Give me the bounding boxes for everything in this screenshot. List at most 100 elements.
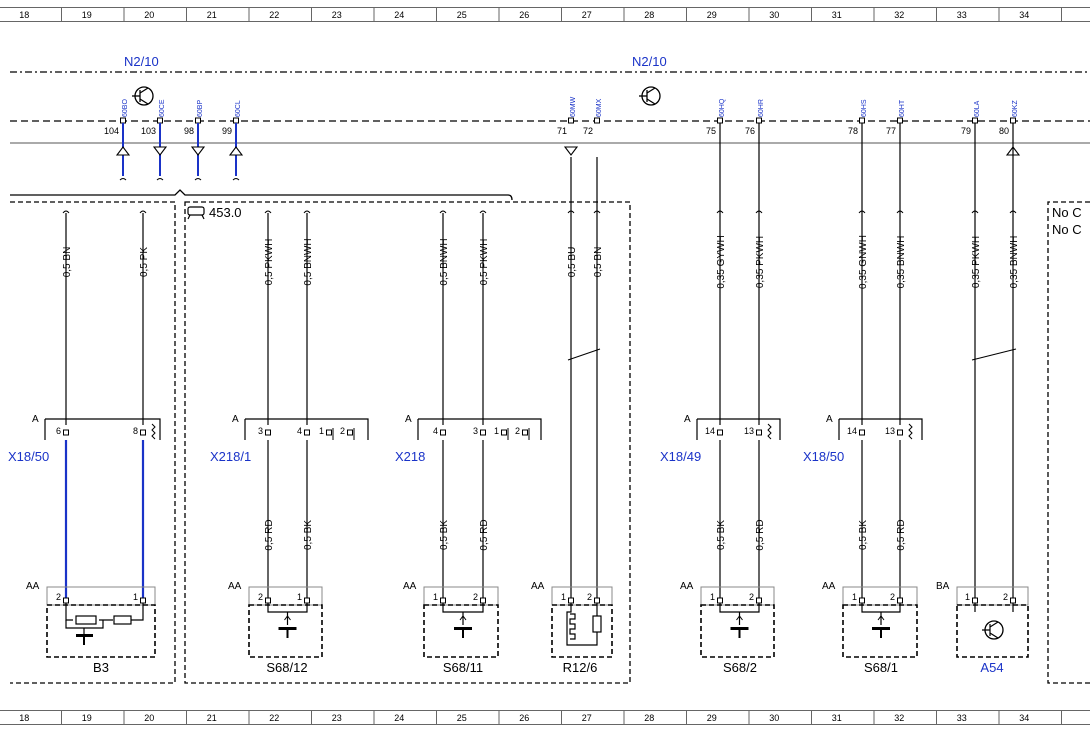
pin-number: 104 (104, 126, 119, 136)
submodule-boundary-main (184, 201, 631, 684)
connector-pin (522, 429, 528, 436)
pin-terminal (1010, 117, 1016, 124)
component-body (700, 604, 775, 658)
wire-break (156, 178, 164, 181)
transistor-icon (132, 86, 154, 106)
transistor-icon (639, 86, 661, 106)
pin-number: 98 (184, 126, 194, 136)
component-pin-number: 2 (1003, 592, 1008, 602)
submodule-bracket (10, 189, 513, 201)
module-label-left: N2/10 (124, 54, 159, 69)
connector-pin-number: 1 (319, 426, 324, 436)
pin-number: 75 (706, 126, 716, 136)
resistor-icon (75, 615, 97, 625)
connector-pin-number: 14 (705, 426, 715, 436)
wire-spec: 0,5 BK (439, 520, 450, 550)
signal-in-arrow-icon (190, 146, 206, 156)
pin-terminal (756, 117, 762, 124)
grid-label-top: 28 (644, 10, 654, 20)
pin-code: 60HR (758, 99, 765, 117)
grid-label-top: 24 (394, 10, 404, 20)
connector-pin (480, 429, 486, 436)
shield-icon (767, 423, 772, 440)
connector-pin (859, 429, 865, 436)
connector-housing (696, 418, 781, 440)
pin-code: 60KZ (1012, 100, 1019, 117)
switch-arrow-icon (284, 615, 291, 621)
connector-pin-number: 6 (56, 426, 61, 436)
component-pin-number: 1 (561, 592, 566, 602)
wire-spec: 0,35 GYWH (716, 235, 727, 288)
connector-pin (717, 429, 723, 436)
heater-element-icon (569, 613, 576, 640)
note-line-1: No C (1052, 205, 1082, 220)
wire-break (139, 210, 147, 214)
component-pin (140, 597, 146, 604)
wire-spec: 0,35 PKWH (755, 236, 766, 288)
wire-spec: 0,5 PKWH (479, 239, 490, 286)
component-pin (1010, 597, 1016, 604)
connector-pin (501, 429, 507, 436)
wire-break (303, 210, 311, 214)
note-line-2: No C (1052, 222, 1082, 237)
pin-terminal (897, 117, 903, 124)
connector-name: X18/49 (660, 449, 701, 464)
wire-spec: 0,5 BU (567, 247, 578, 278)
grid-label-top: 19 (82, 10, 92, 20)
component-pin (717, 597, 723, 604)
component-pin-number: 2 (890, 592, 895, 602)
component-pin-number: 2 (258, 592, 263, 602)
connector-pin (347, 429, 353, 436)
twisted-pair-marker (971, 348, 1017, 361)
grid-label-top: 31 (832, 10, 842, 20)
grid-label-top: 21 (207, 10, 217, 20)
wire-spec: 0,35 BNWH (1009, 236, 1020, 289)
grid-label-top: 23 (332, 10, 342, 20)
grid-label-bottom: 33 (957, 713, 967, 723)
connector-pin (326, 429, 332, 436)
pin-number: 80 (999, 126, 1009, 136)
pin-terminal (972, 117, 978, 124)
pin-terminal (594, 117, 600, 124)
resistor-icon (592, 615, 602, 633)
connector-housing (244, 418, 369, 440)
component-name: S68/11 (443, 660, 483, 675)
component-body (842, 604, 918, 658)
wire-spec: 0,5 RD (264, 519, 275, 550)
connector-pin-number: 3 (258, 426, 263, 436)
sensor-plate-icon (76, 634, 93, 637)
pin-number: 99 (222, 126, 232, 136)
component-pin (568, 597, 574, 604)
pin-terminal (233, 117, 239, 124)
connector-pin (63, 429, 69, 436)
component-header (551, 586, 613, 606)
pin-number: 79 (961, 126, 971, 136)
transistor-icon (982, 621, 999, 639)
connector-housing (44, 418, 161, 440)
component-side: AA (680, 581, 694, 592)
wire-break (119, 178, 127, 181)
submodule-label: 453.0 (209, 205, 242, 220)
grid-label-top: 32 (894, 10, 904, 20)
component-pin-number: 1 (297, 592, 302, 602)
grid-label-top: 34 (1019, 10, 1029, 20)
grid-label-bottom: 31 (832, 713, 842, 723)
wire-break (439, 210, 447, 214)
component-pin (304, 597, 310, 604)
wire-spec: 0,5 BN (62, 247, 73, 278)
pin-terminal (120, 117, 126, 124)
component-side: BA (936, 581, 950, 592)
wire-break (232, 178, 240, 181)
signal-in-arrow-icon (563, 146, 579, 156)
wire-spec: 0,5 RD (755, 519, 766, 550)
connector-pin-number: 2 (340, 426, 345, 436)
pin-code: 60HQ (719, 98, 726, 117)
grid-label-bottom: 29 (707, 713, 717, 723)
signal-in-arrow-icon (152, 146, 168, 156)
component-name: R12/6 (563, 660, 598, 675)
connector-pin-number: 13 (744, 426, 754, 436)
pin-code: 60HT (899, 99, 906, 117)
connector-pin-number: 1 (494, 426, 499, 436)
grid-label-top: 20 (144, 10, 154, 20)
component-body (956, 604, 1029, 658)
